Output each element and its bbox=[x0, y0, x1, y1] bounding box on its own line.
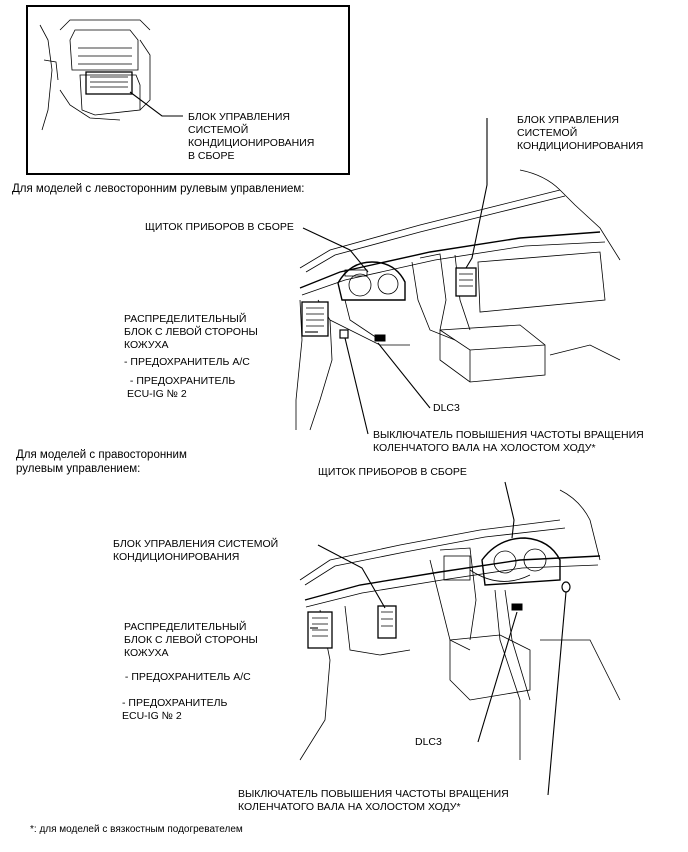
inset-frame bbox=[26, 5, 350, 175]
lhd-meter-hood bbox=[344, 269, 368, 277]
rhd-heading: Для моделей с правосторонним рулевым упр… bbox=[16, 449, 187, 475]
lhd-ac-control-unit bbox=[455, 267, 477, 297]
rhd-dashboard-illustration bbox=[299, 481, 621, 796]
inset-illustration bbox=[26, 5, 350, 175]
lhd-heading: Для моделей с левосторонним рулевым упра… bbox=[12, 183, 305, 195]
lhd-dlc3-label: DLC3 bbox=[433, 402, 460, 414]
lhd-junction-block-label: РАСПРЕДЕЛИТЕЛЬНЫЙ БЛОК С ЛЕВОЙ СТОРОНЫ К… bbox=[124, 313, 258, 351]
lhd-idle-up-switch bbox=[339, 329, 349, 339]
footnote: *: для моделей с вязкостным подогревател… bbox=[30, 824, 243, 835]
rhd-dlc3 bbox=[511, 603, 523, 611]
rhd-junction-block-label: РАСПРЕДЕЛИТЕЛЬНЫЙ БЛОК С ЛЕВОЙ СТОРОНЫ К… bbox=[124, 621, 258, 659]
inset-ac-control-unit bbox=[85, 71, 133, 95]
lhd-junction-block bbox=[301, 301, 329, 337]
rhd-fuse-ac-label: - ПРЕДОХРАНИТЕЛЬ A/C bbox=[122, 671, 251, 683]
lhd-fuse-ecu-label: - ПРЕДОХРАНИТЕЛЬ ECU-IG № 2 bbox=[127, 375, 236, 400]
lhd-combination-meter-label: ЩИТОК ПРИБОРОВ В СБОРЕ bbox=[145, 221, 294, 233]
rhd-idle-up-switch bbox=[561, 581, 571, 593]
lhd-fuse-ac-label: - ПРЕДОХРАНИТЕЛЬ A/C bbox=[124, 356, 250, 368]
lhd-dlc3 bbox=[374, 334, 386, 342]
rhd-ac-control-label: БЛОК УПРАВЛЕНИЯ СИСТЕМОЙ КОНДИЦИОНИРОВАН… bbox=[113, 538, 279, 563]
rhd-fuse-ecu-label: - ПРЕДОХРАНИТЕЛЬ ECU-IG № 2 bbox=[122, 697, 228, 722]
rhd-combination-meter-label: ЩИТОК ПРИБОРОВ В СБОРЕ bbox=[318, 466, 467, 478]
lhd-idle-up-switch-label: ВЫКЛЮЧАТЕЛЬ ПОВЫШЕНИЯ ЧАСТОТЫ ВРАЩЕНИЯ К… bbox=[373, 429, 644, 454]
lhd-dashboard-illustration bbox=[295, 118, 621, 435]
rhd-dlc3-label: DLC3 bbox=[415, 736, 442, 748]
rhd-center-vents bbox=[443, 555, 471, 581]
lhd-ac-control-label: БЛОК УПРАВЛЕНИЯ СИСТЕМОЙ КОНДИЦИОНИРОВАН… bbox=[517, 114, 644, 152]
inset-ac-unit-assembly-label: БЛОК УПРАВЛЕНИЯ СИСТЕМОЙ КОНДИЦИОНИРОВАН… bbox=[188, 111, 315, 162]
rhd-idle-up-switch-label: ВЫКЛЮЧАТЕЛЬ ПОВЫШЕНИЯ ЧАСТОТЫ ВРАЩЕНИЯ К… bbox=[238, 788, 509, 813]
rhd-ac-control-unit bbox=[377, 605, 397, 639]
